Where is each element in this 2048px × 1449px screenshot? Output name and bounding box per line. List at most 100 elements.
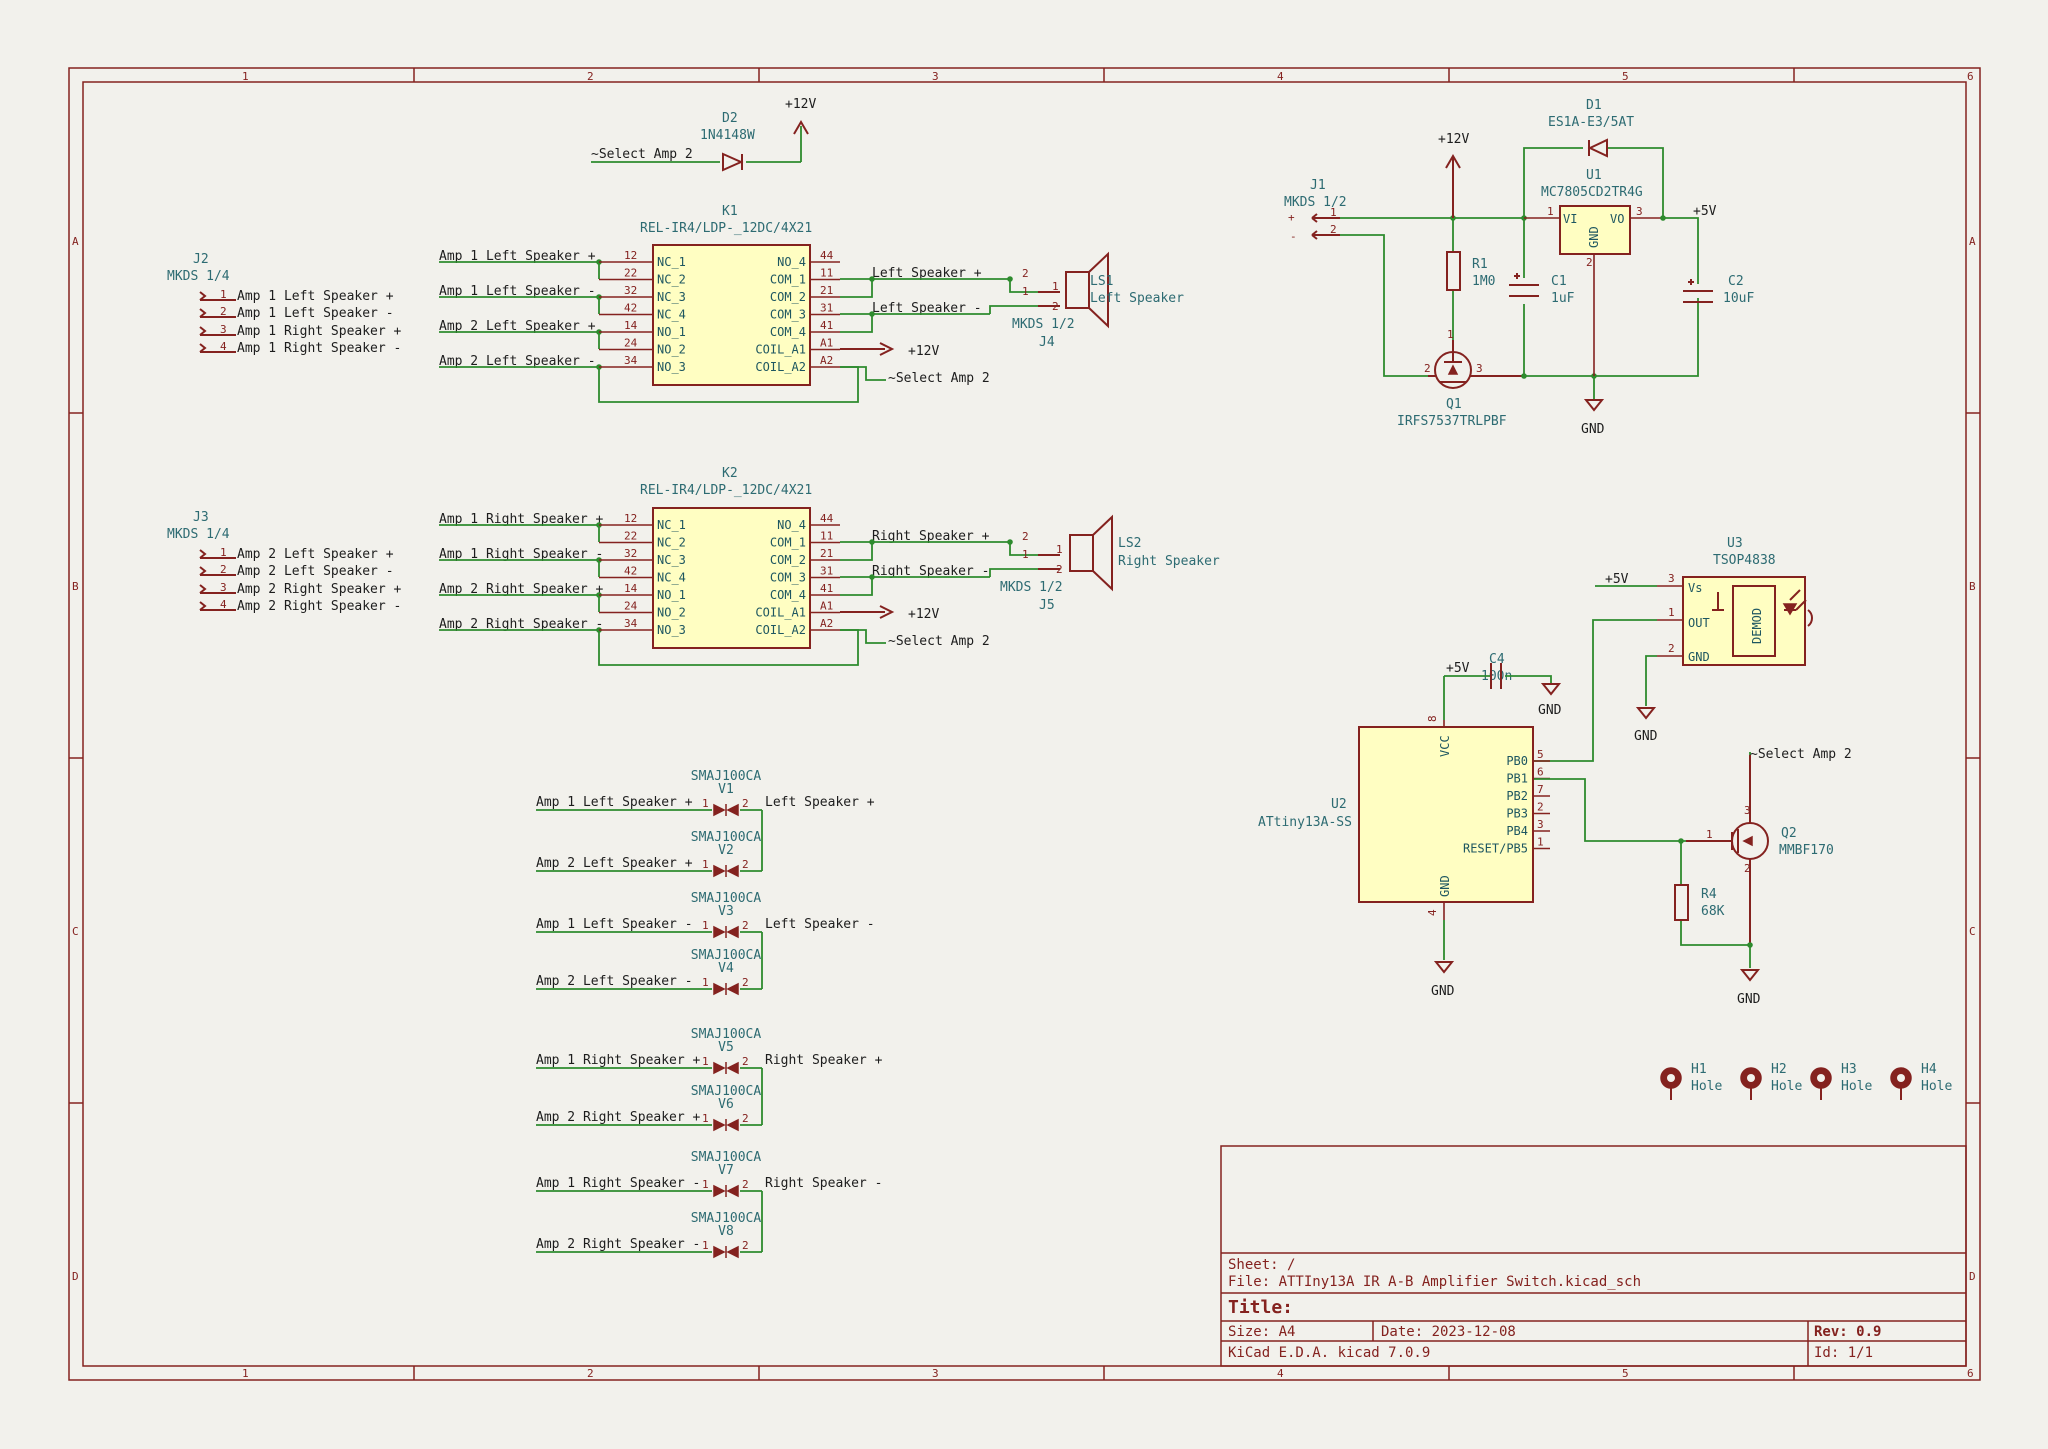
u3-ref: U3 xyxy=(1727,536,1743,551)
ls2-value: Right Speaker xyxy=(1118,554,1220,569)
ls2-pin1: 1 xyxy=(1056,543,1063,556)
k1-pin-name: NO_2 xyxy=(657,343,686,357)
k2-net-2: Amp 2 Right Speaker + xyxy=(439,582,604,597)
k2-pin-num: A1 xyxy=(820,600,833,613)
k2-pin-num: 31 xyxy=(820,565,833,578)
r4-ref: R4 xyxy=(1701,887,1717,902)
u1-vi: VI xyxy=(1563,212,1577,226)
j2-value: MKDS 1/4 xyxy=(167,269,230,284)
tvs-pin2: 2 xyxy=(742,797,749,810)
tvs-in-net: Amp 1 Right Speaker - xyxy=(536,1176,700,1191)
tvs-value: SMAJ100CA xyxy=(691,769,762,784)
j3-net-0: Amp 2 Left Speaker + xyxy=(237,547,394,562)
j4-value: MKDS 1/2 xyxy=(1012,317,1075,332)
d2-value: 1N4148W xyxy=(700,128,755,143)
j5-value: MKDS 1/2 xyxy=(1000,580,1063,595)
u2-pin-name: PB0 xyxy=(1506,754,1528,768)
k1-value: REL-IR4/LDP-_12DC/4X21 xyxy=(640,221,812,236)
tvs-out-net: Right Speaker - xyxy=(765,1176,882,1191)
tvs-symbol xyxy=(713,864,739,878)
j2-net-3: Amp 1 Right Speaker - xyxy=(237,341,401,356)
row-label-c-right: C xyxy=(1969,925,1976,938)
k1-out-1: Left Speaker - xyxy=(872,301,982,316)
col-label-5-bottom: 5 xyxy=(1622,1367,1629,1380)
net-gnd-c4: GND xyxy=(1538,703,1562,718)
k2-pin-num: 11 xyxy=(820,530,833,543)
hole-center xyxy=(1817,1074,1825,1082)
j5-pin2: 2 xyxy=(1022,530,1029,543)
tvs-in-net: Amp 2 Left Speaker - xyxy=(536,974,693,989)
tb-id: Id: 1/1 xyxy=(1814,1345,1873,1361)
c1-value: 1uF xyxy=(1551,291,1575,306)
gnd-symbol xyxy=(1635,707,1657,720)
u2-pin-name: RESET/PB5 xyxy=(1463,842,1528,856)
k2-pin-name: NC_1 xyxy=(657,518,686,532)
k1-pin-num: 42 xyxy=(624,302,637,315)
j4-pin1: 1 xyxy=(1022,285,1029,298)
k2-pin-name: COM_3 xyxy=(770,571,806,585)
svg-text:1: 1 xyxy=(1668,606,1675,619)
net-gnd-u1: GND xyxy=(1581,422,1605,437)
power-12v-arrow xyxy=(1445,154,1461,218)
col-label-3-bottom: 3 xyxy=(932,1367,939,1380)
k2-pin-num: 12 xyxy=(624,512,637,525)
u2-pin-name: PB2 xyxy=(1506,789,1528,803)
hole-value: Hole xyxy=(1841,1079,1872,1094)
q1-ref: Q1 xyxy=(1446,397,1462,412)
svg-text:3: 3 xyxy=(220,323,227,336)
tb-file: File: ATTIny13A IR A-B Amplifier Switch.… xyxy=(1228,1274,1641,1290)
d2-ref: D2 xyxy=(722,111,738,126)
k1-pin-num: 32 xyxy=(624,284,637,297)
net-5v-u1: +5V xyxy=(1693,204,1717,219)
k1-pin-name: COM_1 xyxy=(770,273,806,287)
u3-vs: Vs xyxy=(1688,581,1702,595)
k1-net-0: Amp 1 Left Speaker + xyxy=(439,249,596,264)
tb-rev: Rev: 0.9 xyxy=(1814,1324,1881,1340)
col-label-2-bottom: 2 xyxy=(587,1367,594,1380)
net-12v-d2: +12V xyxy=(785,97,816,112)
tvs-value: SMAJ100CA xyxy=(691,948,762,963)
tvs-pin1: 1 xyxy=(702,1055,709,1068)
hole-value: Hole xyxy=(1771,1079,1802,1094)
col-label-5: 5 xyxy=(1622,70,1629,83)
k1-pin-name: COIL_A1 xyxy=(755,343,806,357)
column-ticks xyxy=(413,68,1795,1380)
col-label-3: 3 xyxy=(932,70,939,83)
u3-gnd: GND xyxy=(1688,650,1710,664)
c1-ref: C1 xyxy=(1551,274,1567,289)
k2-pin-name: NO_2 xyxy=(657,606,686,620)
j3-net-3: Amp 2 Right Speaker - xyxy=(237,599,401,614)
k2-pin-num: 34 xyxy=(624,617,638,630)
hole-center xyxy=(1667,1074,1675,1082)
tvs-ref: V6 xyxy=(718,1097,734,1112)
tvs-symbol xyxy=(713,1184,739,1198)
speaker-ls2: LS2 Right Speaker MKDS 1/2 J5 xyxy=(1000,514,1220,613)
u2-pin-name: PB4 xyxy=(1506,824,1528,838)
col-label-6: 6 xyxy=(1967,70,1974,83)
k1-pin-num: 12 xyxy=(624,249,637,262)
k2-pin-name: COM_2 xyxy=(770,553,806,567)
j3-value: MKDS 1/4 xyxy=(167,527,230,542)
u2-pin-num: 3 xyxy=(1537,818,1544,831)
power-12v-arrow xyxy=(840,605,895,619)
hole-ref: H1 xyxy=(1691,1062,1707,1077)
u3-out: OUT xyxy=(1688,616,1710,630)
u1-ref: U1 xyxy=(1586,168,1602,183)
tvs-in-net: Amp 1 Left Speaker - xyxy=(536,917,693,932)
svg-text:3: 3 xyxy=(1668,572,1675,585)
row-label-d: D xyxy=(72,1270,79,1283)
k2-pin-name: NO_4 xyxy=(777,518,806,532)
tvs-ref: V1 xyxy=(718,782,734,797)
k1-pin-name: COM_3 xyxy=(770,308,806,322)
tvs-value: SMAJ100CA xyxy=(691,1027,762,1042)
k1-pin-name: NC_4 xyxy=(657,308,686,322)
tvs-in-net: Amp 2 Right Speaker - xyxy=(536,1237,700,1252)
svg-text:2: 2 xyxy=(1424,362,1431,375)
svg-text:2: 2 xyxy=(1330,223,1337,236)
svg-text:3: 3 xyxy=(1636,205,1643,218)
k2-out-1: Right Speaker - xyxy=(872,564,989,579)
k2-pin-num: 14 xyxy=(624,582,638,595)
k1-pin-num: 14 xyxy=(624,319,638,332)
gnd-symbol xyxy=(1433,961,1455,974)
speaker-ls1: LS1 Left Speaker MKDS 1/2 J4 xyxy=(1012,251,1184,350)
